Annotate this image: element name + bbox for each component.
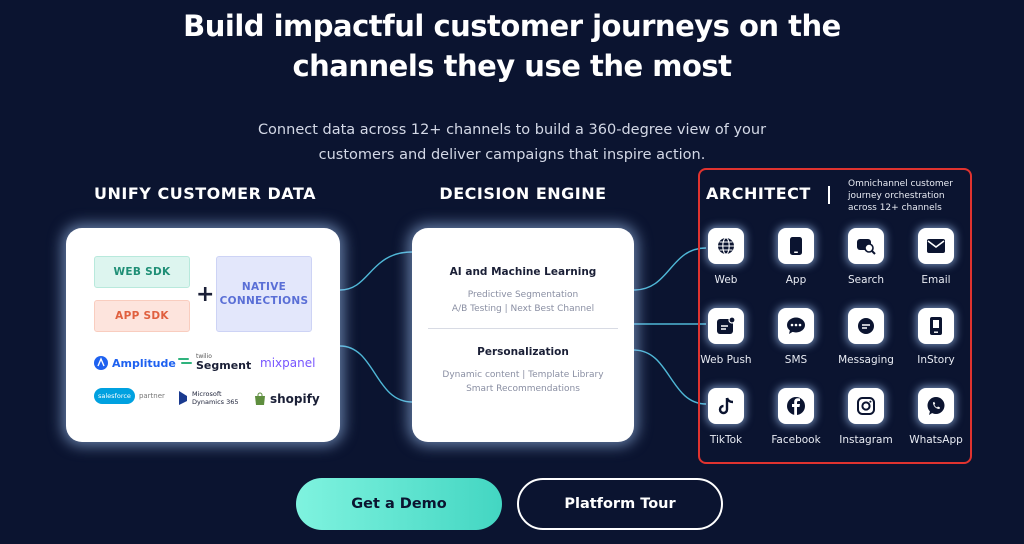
- channel-sms[interactable]: SMS: [766, 308, 826, 366]
- microsoft-dynamics-logo: Microsoft Dynamics 365: [178, 390, 239, 406]
- headline-line-2: channels they use the most: [292, 49, 732, 83]
- channel-tiktok[interactable]: TikTok: [696, 388, 756, 446]
- dynamics-icon: [179, 391, 187, 405]
- amplitude-label: Amplitude: [112, 356, 176, 370]
- architect-divider: [828, 186, 830, 204]
- channel-instagram[interactable]: Instagram: [836, 388, 896, 446]
- channel-label: Instagram: [839, 434, 893, 446]
- instagram-icon: [848, 388, 884, 424]
- ai-ml-heading: AI and Machine Learning: [449, 266, 597, 278]
- tiktok-icon: [708, 388, 744, 424]
- engine-divider: [428, 328, 618, 329]
- architect-title: ARCHITECT: [706, 184, 811, 203]
- connector-unify-engine-top: [339, 251, 413, 291]
- salesforce-logo: salesforce partner: [94, 388, 165, 404]
- channel-label: SMS: [784, 354, 808, 366]
- personalization-heading: Personalization: [477, 346, 569, 358]
- channel-label: Web Push: [700, 354, 752, 366]
- unify-title: UNIFY CUSTOMER DATA: [94, 184, 316, 203]
- channel-search[interactable]: Search: [836, 228, 896, 286]
- shopify-bag-icon: [255, 392, 265, 405]
- amplitude-icon: [94, 356, 108, 370]
- instory-icon: [918, 308, 954, 344]
- get-a-demo-button[interactable]: Get a Demo: [296, 478, 502, 530]
- engine-title: DECISION ENGINE: [439, 184, 607, 203]
- sms-icon: [778, 308, 814, 344]
- connector-unify-engine-bottom: [339, 345, 413, 403]
- whatsapp-icon: [918, 388, 954, 424]
- native-connections-pill: NATIVE CONNECTIONS: [216, 256, 312, 332]
- engine-card: AI and Machine Learning Predictive Segme…: [412, 228, 634, 442]
- smartphone-icon: [778, 228, 814, 264]
- channel-label: Email: [921, 274, 951, 286]
- ms-line-1: Microsoft: [192, 390, 222, 398]
- page-headline: Build impactful customer journeys on the…: [0, 6, 1024, 86]
- architect-description: Omnichannel customer journey orchestrati…: [848, 179, 953, 213]
- native-line-1: NATIVE: [241, 281, 287, 293]
- channel-web-push[interactable]: Web Push: [696, 308, 756, 366]
- app-sdk-pill: APP SDK: [94, 300, 190, 332]
- segment-icon: [178, 358, 192, 364]
- mixpanel-logo: mixpanel: [260, 356, 316, 370]
- platform-tour-button[interactable]: Platform Tour: [517, 478, 723, 530]
- search-icon: [848, 228, 884, 264]
- shopify-logo: shopify: [254, 392, 320, 406]
- channel-label: TikTok: [709, 434, 743, 446]
- ai-ml-line-1: Predictive Segmentation: [467, 290, 579, 300]
- channel-facebook[interactable]: Facebook: [766, 388, 826, 446]
- web-sdk-pill: WEB SDK: [94, 256, 190, 288]
- ms-line-2: Dynamics 365: [192, 398, 239, 406]
- channel-label: Facebook: [771, 434, 821, 446]
- connector-engine-architect-top: [633, 247, 707, 291]
- subtitle-line-1: Connect data across 12+ channels to buil…: [257, 122, 767, 138]
- native-line-2: CONNECTIONS: [219, 295, 309, 307]
- personalization-line-2: Smart Recommendations: [466, 384, 580, 394]
- segment-label: Segment: [196, 359, 252, 372]
- salesforce-label: salesforce: [98, 392, 131, 400]
- globe-icon: [708, 228, 744, 264]
- facebook-icon: [778, 388, 814, 424]
- mail-icon: [918, 228, 954, 264]
- plus-sign: +: [196, 282, 215, 307]
- shopify-label: shopify: [270, 392, 320, 406]
- page-subtitle: Connect data across 12+ channels to buil…: [0, 118, 1024, 168]
- headline-line-1: Build impactful customer journeys on the: [183, 9, 841, 43]
- salesforce-cloud-icon: salesforce: [94, 388, 135, 404]
- channel-app[interactable]: App: [766, 228, 826, 286]
- unify-card: WEB SDK + APP SDK NATIVE CONNECTIONS Amp…: [66, 228, 340, 442]
- segment-logo: twilio Segment: [178, 352, 252, 372]
- segment-small-label: twilio: [196, 353, 212, 360]
- channel-label: WhatsApp: [909, 434, 963, 446]
- chat-icon: [848, 308, 884, 344]
- ai-ml-line-2: A/B Testing | Next Best Channel: [451, 304, 595, 314]
- personalization-line-1: Dynamic content | Template Library: [442, 370, 604, 380]
- channel-email[interactable]: Email: [906, 228, 966, 286]
- salesforce-partner-label: partner: [138, 392, 165, 400]
- channel-label: App: [785, 274, 807, 286]
- channel-label: Messaging: [838, 354, 894, 366]
- channel-label: Web: [714, 274, 738, 286]
- subtitle-line-2: customers and deliver campaigns that ins…: [318, 147, 706, 163]
- connector-engine-architect-bottom: [633, 349, 707, 405]
- channel-instory[interactable]: InStory: [906, 308, 966, 366]
- architect-panel: ARCHITECT Omnichannel customer journey o…: [698, 168, 972, 464]
- web-push-icon: [708, 308, 744, 344]
- channel-label: InStory: [917, 354, 955, 366]
- channel-label: Search: [847, 274, 885, 286]
- channel-messaging[interactable]: Messaging: [836, 308, 896, 366]
- channel-web[interactable]: Web: [696, 228, 756, 286]
- amplitude-logo: Amplitude: [94, 356, 176, 370]
- channel-whatsapp[interactable]: WhatsApp: [906, 388, 966, 446]
